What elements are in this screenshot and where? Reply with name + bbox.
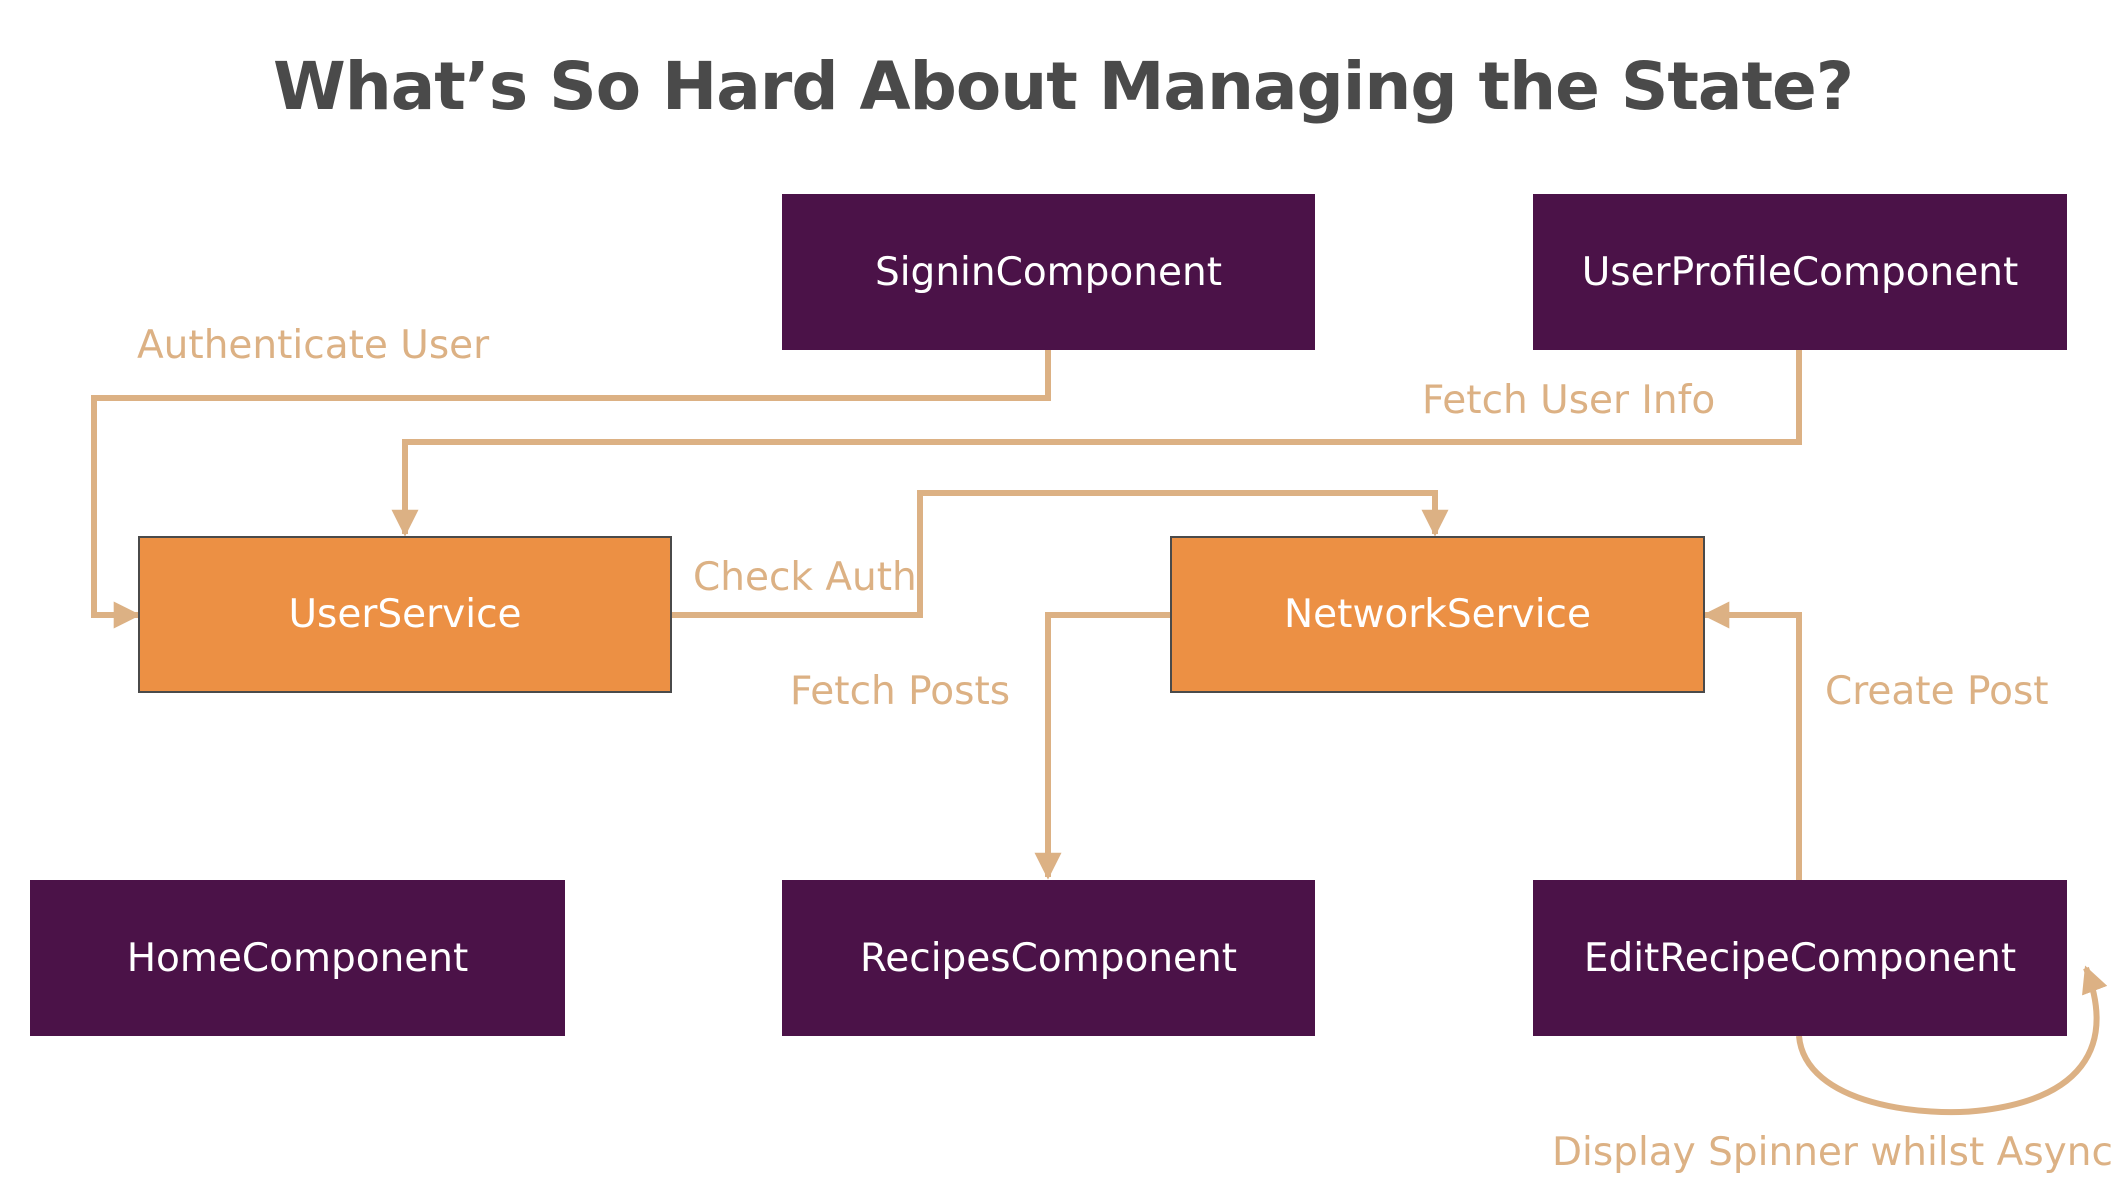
label-fetch-user-info: Fetch User Info xyxy=(1422,378,1716,423)
node-user-profile-component: UserProfileComponent xyxy=(1533,194,2067,350)
connector-display-spinner xyxy=(1796,965,2108,1116)
label-check-auth: Check Auth xyxy=(693,555,917,600)
node-recipes-component: RecipesComponent xyxy=(782,880,1315,1036)
node-edit-recipe-component: EditRecipeComponent xyxy=(1533,880,2067,1036)
label-create-post: Create Post xyxy=(1825,669,2049,714)
connector-check-auth xyxy=(672,490,1449,618)
node-home-component: HomeComponent xyxy=(30,880,565,1036)
connector-fetch-user-info xyxy=(391,350,1802,537)
label-fetch-posts: Fetch Posts xyxy=(790,669,1011,714)
label-authenticate-user: Authenticate User xyxy=(137,323,490,368)
node-network-service: NetworkService xyxy=(1170,536,1705,693)
connector-create-post xyxy=(1702,601,1802,880)
connector-authenticate-user xyxy=(91,350,1051,629)
slide-title: What’s So Hard About Managing the State? xyxy=(272,48,1854,125)
node-user-service: UserService xyxy=(138,536,672,693)
connector-fetch-posts xyxy=(1034,612,1170,880)
node-signin-component: SigninComponent xyxy=(782,194,1315,350)
label-display-spinner: Display Spinner whilst Async xyxy=(1552,1130,2113,1175)
